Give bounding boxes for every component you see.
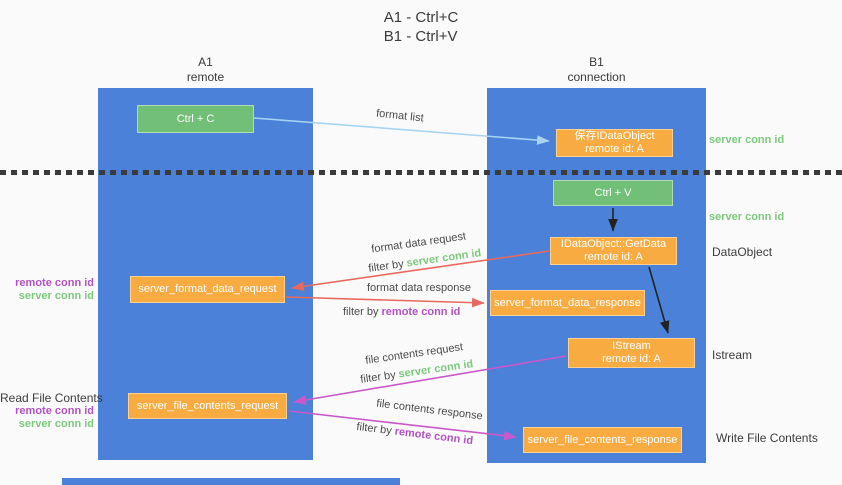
right-label-istream: Istream bbox=[712, 348, 753, 362]
filter-by-text: filter by bbox=[367, 257, 408, 275]
lifeline-header-b1: B1 connection bbox=[487, 55, 706, 85]
left-server-conn-id-1: server conn id bbox=[18, 290, 94, 302]
left-label-block-format: remote conn id server conn id bbox=[0, 277, 94, 303]
node-server-format-data-response-label: server_format_data_response bbox=[494, 296, 641, 309]
node-server-format-data-request: server_format_data_request bbox=[130, 276, 285, 303]
right-label-server-conn-id-2: server conn id bbox=[709, 211, 785, 223]
node-save-idataobject-line1: 保存IDataObject bbox=[574, 130, 655, 142]
left-remote-conn-id-1: remote conn id bbox=[15, 277, 94, 289]
title-line-2: B1 - Ctrl+V bbox=[383, 28, 458, 45]
filter-by-text: filter by bbox=[343, 306, 382, 318]
lifeline-header-a1: A1 remote bbox=[98, 55, 313, 85]
label-format-data-response-filter: filter by remote conn id bbox=[343, 306, 460, 319]
left-remote-conn-id-2: remote conn id bbox=[15, 405, 94, 417]
filter-by-text: filter by bbox=[359, 368, 400, 386]
left-read-file-contents: Read File Contents bbox=[0, 391, 103, 405]
node-server-format-data-response: server_format_data_response bbox=[490, 290, 645, 316]
node-server-format-data-request-label: server_format_data_request bbox=[138, 283, 277, 295]
remote-conn-id-key: remote conn id bbox=[393, 425, 474, 448]
label-file-contents-response-filter: filter by remote conn id bbox=[356, 421, 474, 448]
arrow-format-data-response bbox=[285, 296, 485, 308]
node-ctrl-v-label: Ctrl + V bbox=[594, 186, 632, 199]
node-istream-line1: IStream bbox=[612, 340, 651, 352]
node-istream-line2: remote id: A bbox=[602, 353, 661, 365]
node-ctrl-c-label: Ctrl + C bbox=[176, 112, 215, 125]
node-istream: IStream remote id: A bbox=[568, 338, 695, 368]
node-save-idataobject-line2: remote id: A bbox=[585, 143, 644, 155]
node-save-idataobject: 保存IDataObject remote id: A bbox=[556, 129, 673, 157]
label-format-list: format list bbox=[375, 107, 425, 125]
right-label-write-file-contents: Write File Contents bbox=[716, 431, 818, 445]
node-server-file-contents-response: server_file_contents_response bbox=[523, 427, 682, 453]
remote-conn-id-key: remote conn id bbox=[381, 306, 461, 318]
lifeline-a1-role: remote bbox=[186, 70, 225, 84]
diagram-title: A1 - Ctrl+C B1 - Ctrl+V bbox=[0, 8, 842, 46]
node-server-file-contents-request: server_file_contents_request bbox=[128, 393, 287, 419]
node-idataobject-getdata: IDataObject::GetData remote id: A bbox=[550, 237, 677, 265]
node-idataobject-getdata-line1: IDataObject::GetData bbox=[560, 238, 667, 250]
label-format-data-response: format data response bbox=[367, 282, 471, 294]
node-ctrl-v: Ctrl + V bbox=[553, 180, 673, 206]
right-label-server-conn-id-1: server conn id bbox=[709, 134, 785, 146]
lifeline-b1-role: connection bbox=[567, 70, 626, 84]
lifeline-a1-name: A1 bbox=[198, 55, 213, 69]
server-conn-id-key: server conn id bbox=[405, 247, 482, 270]
server-conn-id-key: server conn id bbox=[397, 358, 474, 381]
right-label-dataobject: DataObject bbox=[712, 245, 773, 259]
filter-by-text: filter by bbox=[355, 420, 396, 438]
left-server-conn-id-2: server conn id bbox=[18, 418, 94, 430]
node-server-file-contents-response-label: server_file_contents_response bbox=[527, 433, 678, 446]
title-line-1: A1 - Ctrl+C bbox=[383, 9, 459, 26]
background-window-edge bbox=[62, 478, 400, 485]
left-label-block-file: Read File Contents remote conn id server… bbox=[0, 391, 103, 431]
session-separator-dotted-line bbox=[0, 170, 842, 175]
node-idataobject-getdata-line2: remote id: A bbox=[584, 251, 643, 263]
lifeline-b1-name: B1 bbox=[589, 55, 604, 69]
label-file-contents-response: file contents response bbox=[375, 397, 484, 423]
node-ctrl-c: Ctrl + C bbox=[137, 105, 254, 133]
node-server-file-contents-request-label: server_file_contents_request bbox=[136, 399, 279, 412]
